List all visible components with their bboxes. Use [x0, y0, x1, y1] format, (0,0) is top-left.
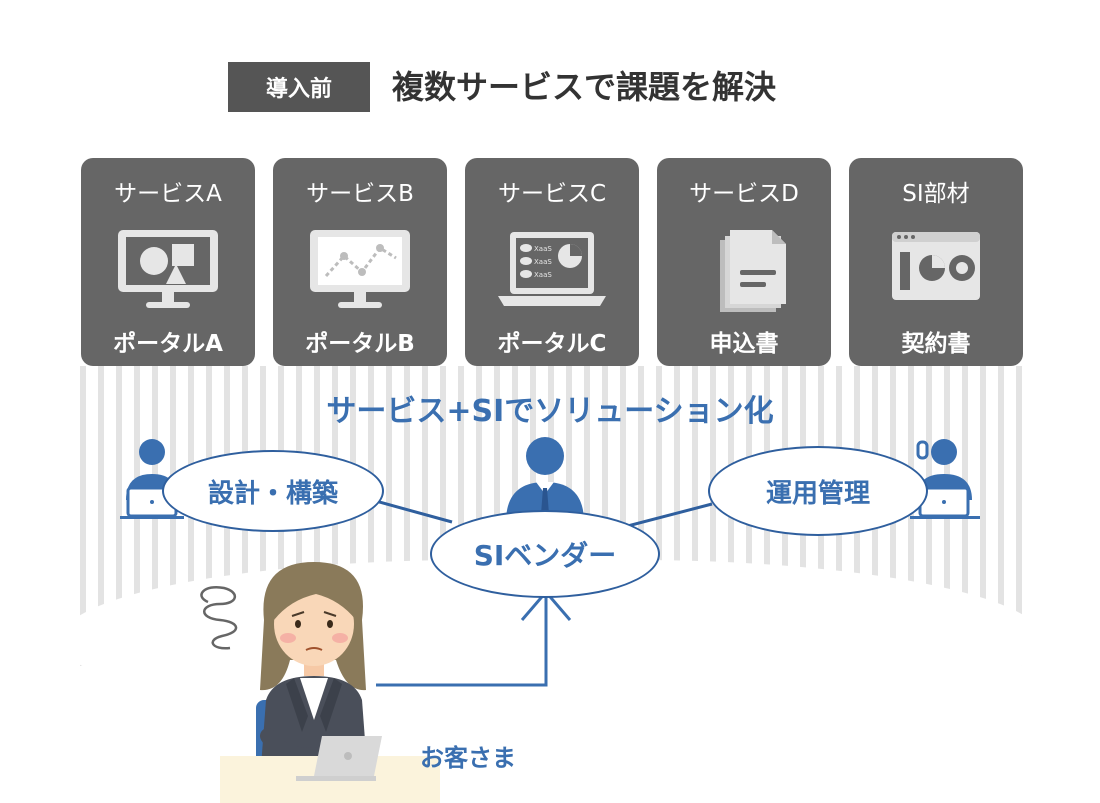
page-title: 複数サービスで課題を解決 — [392, 68, 777, 106]
service-name: SI部材 — [902, 181, 970, 207]
vendor-bubble: SIベンダー — [430, 510, 660, 598]
service-card-b: サービスB ポータルB — [273, 158, 447, 366]
monitor-shapes-icon — [118, 230, 218, 308]
service-card-si: SI部材 契約書 — [849, 158, 1023, 366]
service-item: ポータルA — [113, 331, 223, 357]
operations-bubble: 運用管理 — [708, 446, 928, 536]
customer-illustration — [200, 562, 440, 803]
monitor-line-chart-icon — [310, 230, 410, 308]
design-bubble: 設計・構築 — [162, 450, 384, 532]
xaas-label: XaaS — [534, 245, 552, 253]
service-card-c: サービスC XaaS XaaS XaaS ポータルC — [465, 158, 639, 366]
service-card-a: サービスA ポータルA — [81, 158, 255, 366]
documents-icon — [720, 230, 786, 312]
xaas-label: XaaS — [534, 271, 552, 279]
service-item: ポータルB — [305, 331, 415, 357]
service-name: サービスA — [114, 181, 222, 207]
service-name: サービスB — [306, 181, 414, 207]
customer-label: お客さま — [420, 744, 516, 772]
service-name: サービスC — [497, 181, 607, 207]
xaas-label: XaaS — [534, 258, 552, 266]
dashboard-window-icon — [892, 232, 980, 300]
service-item: 契約書 — [901, 331, 971, 357]
solution-headline: サービス+SIでソリューション化 — [326, 394, 774, 429]
service-name: サービスD — [689, 181, 799, 207]
service-item: 申込書 — [709, 331, 779, 357]
service-card-d: サービスD 申込書 — [657, 158, 831, 366]
laptop-xaas-icon: XaaS XaaS XaaS — [498, 232, 606, 306]
service-item: ポータルC — [497, 331, 607, 357]
status-badge: 導入前 — [228, 62, 370, 112]
operator-person-icon — [910, 439, 980, 519]
